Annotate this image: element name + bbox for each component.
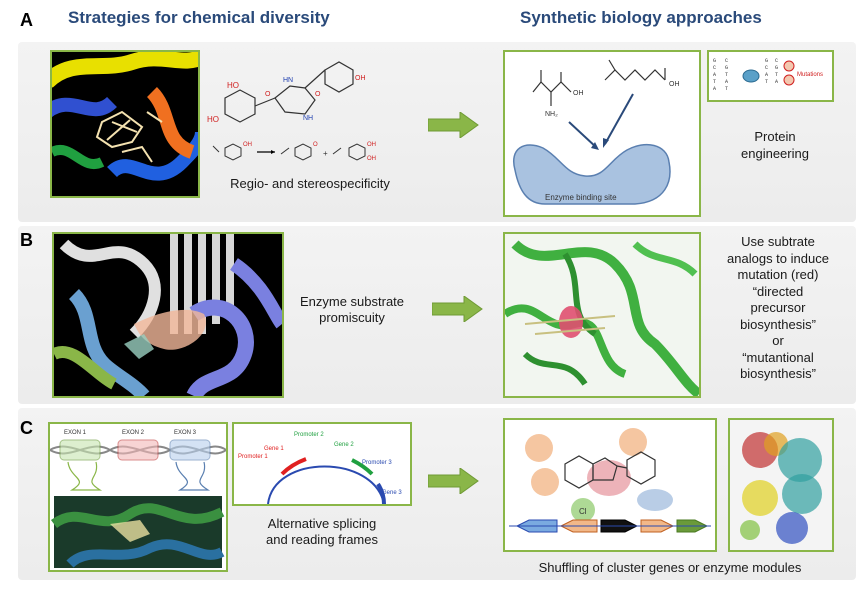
- svg-text:C: C: [775, 58, 778, 64]
- left-heading: Strategies for chemical diversity: [68, 8, 330, 27]
- exon-1-label: EXON 1: [64, 430, 87, 436]
- svg-text:HO: HO: [207, 115, 219, 124]
- svg-text:G: G: [713, 58, 716, 64]
- exon-2-label: EXON 2: [122, 430, 145, 436]
- caption-directed-precursor: Use subtrate analogs to induce mutation …: [708, 234, 848, 383]
- splicing-image-box: EXON 1 EXON 2 EXON 3: [48, 422, 228, 572]
- caption-enzyme-substrate-promiscuity: Enzyme substrate promiscuity: [282, 294, 422, 326]
- svg-text:T: T: [725, 72, 728, 78]
- section-letter-c: C: [20, 418, 33, 438]
- nh2-label: NH₂: [545, 111, 558, 118]
- arrow-a: [428, 112, 479, 138]
- svg-text:T: T: [713, 79, 716, 85]
- gene-2-label: Gene 2: [334, 442, 354, 448]
- svg-text:G: G: [725, 65, 728, 71]
- svg-text:C: C: [725, 58, 728, 64]
- svg-text:+: +: [323, 149, 328, 158]
- protein-structure-image-c: [728, 418, 834, 552]
- arrow-c: [428, 468, 479, 494]
- svg-text:C: C: [713, 65, 716, 71]
- svg-text:A: A: [765, 72, 768, 78]
- gene-shuffle-box: Cl: [503, 418, 717, 552]
- svg-text:OH: OH: [367, 142, 376, 148]
- exon-3-label: EXON 3: [174, 430, 197, 436]
- mutations-box: G C A T A C G T A T G C A T C G T A Muta…: [707, 50, 834, 102]
- alternative-splicing-text: Alternative splicing and reading frames: [265, 516, 378, 547]
- promoter-2-label: Promoter 2: [294, 432, 324, 438]
- caption-alternative-splicing: Alternative splicing and reading frames: [232, 516, 412, 548]
- svg-text:T: T: [775, 72, 778, 78]
- svg-text:OH: OH: [669, 81, 680, 88]
- svg-text:G: G: [775, 65, 778, 71]
- svg-text:A: A: [775, 79, 778, 85]
- caption-protein-engineering: Protein engineering: [720, 128, 830, 162]
- caption-shuffling: Shuffling of cluster genes or enzyme mod…: [538, 560, 802, 575]
- directed-precursor-text: Use subtrate analogs to induce mutation …: [727, 234, 829, 381]
- protein-structure-image-b: [52, 232, 284, 398]
- enzyme-binding-site-label: Enzyme binding site: [545, 193, 617, 202]
- svg-text:OH: OH: [573, 90, 584, 97]
- gene-promoter-box: Promoter 1 Gene 1 Promoter 2 Gene 2 Prom…: [232, 422, 412, 506]
- gene-1-label: Gene 1: [264, 446, 284, 452]
- enzyme-substrate-promiscuity-text: Enzyme substrate promiscuity: [299, 294, 405, 325]
- svg-text:NH: NH: [303, 115, 313, 122]
- arrow-b: [432, 296, 483, 322]
- protein-structure-image-a: [50, 50, 200, 198]
- mutations-label: Mutations: [797, 72, 823, 78]
- section-letter-b: B: [20, 230, 33, 250]
- svg-text:T: T: [725, 86, 728, 92]
- protein-structure-image-b-right: [503, 232, 701, 398]
- svg-text:OH: OH: [355, 75, 366, 82]
- svg-text:O: O: [265, 91, 271, 98]
- svg-text:A: A: [713, 72, 716, 78]
- svg-text:O: O: [313, 142, 318, 148]
- svg-text:O: O: [315, 91, 321, 98]
- svg-text:HN: HN: [283, 77, 293, 84]
- svg-text:A: A: [725, 79, 728, 85]
- cl-label: Cl: [579, 507, 587, 516]
- svg-text:C: C: [765, 65, 768, 71]
- svg-text:A: A: [713, 86, 716, 92]
- caption-regio-stereospecificity: Regio- and stereospecificity: [230, 176, 390, 191]
- enzyme-binding-site-box: NH₂ OH OH Enzyme binding site: [503, 50, 701, 217]
- chemical-structures-a: HO HO HN NH O O OH OH O + OH OH: [205, 48, 395, 176]
- svg-text:OH: OH: [367, 156, 376, 162]
- promoter-1-label: Promoter 1: [238, 454, 268, 460]
- gene-3-label: Gene 3: [382, 490, 402, 496]
- svg-text:T: T: [765, 79, 768, 85]
- svg-text:HO: HO: [227, 81, 239, 90]
- section-letter-a: A: [20, 10, 33, 30]
- promoter-3-label: Promoter 3: [362, 460, 392, 466]
- svg-text:OH: OH: [243, 142, 252, 148]
- protein-engineering-text: Protein engineering: [741, 129, 809, 161]
- svg-text:G: G: [765, 58, 768, 64]
- right-heading: Synthetic biology approaches: [520, 8, 762, 27]
